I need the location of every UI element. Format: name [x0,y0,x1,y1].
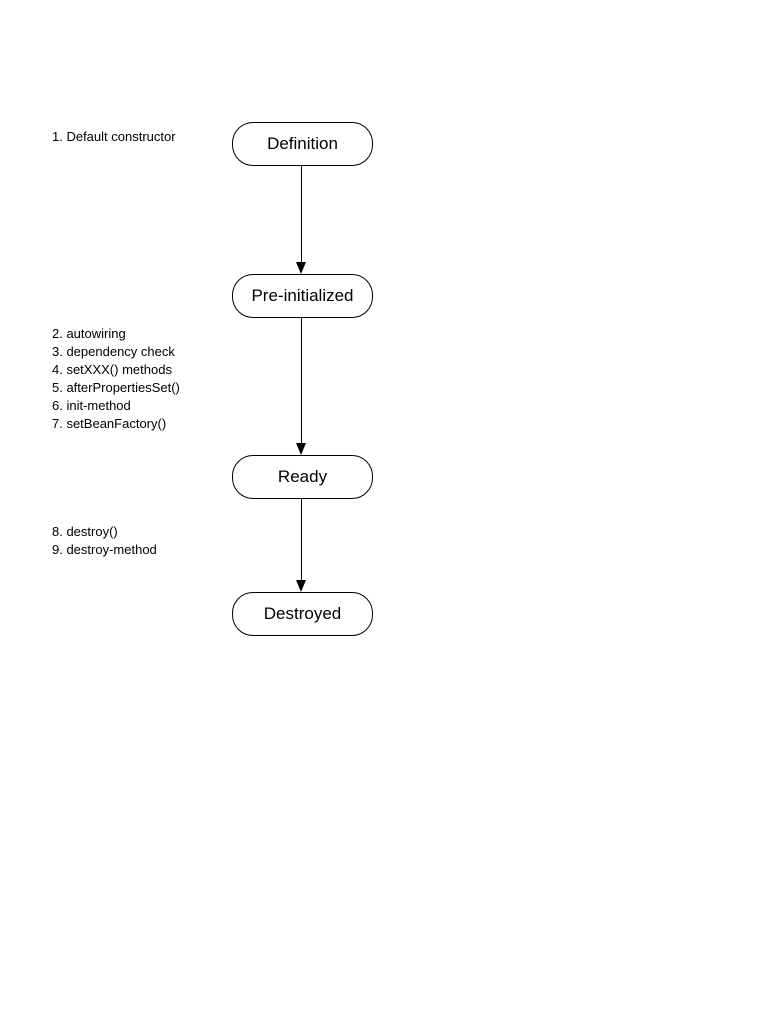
annotation-line: 1. Default constructor [52,129,176,144]
arrow-preinitialized-to-ready [296,318,307,455]
arrow-head-down-icon [296,580,306,592]
annotation-default-constructor: 1. Default constructor [52,128,176,146]
arrow-line [301,318,302,444]
arrow-head-down-icon [296,443,306,455]
node-label: Destroyed [263,604,342,623]
annotation-line: 8. destroy() [52,524,118,539]
annotation-line: 6. init-method [52,398,131,413]
annotation-line: 7. setBeanFactory() [52,416,167,431]
node-label: Definition [267,134,338,153]
node-pre-initialized: Pre-initialized [232,274,373,318]
arrow-definition-to-preinitialized [296,166,307,274]
annotation-destruction-steps: 8. destroy() 9. destroy-method [52,523,157,559]
node-definition: Definition [232,122,373,166]
node-destroyed: Destroyed [232,592,373,636]
annotation-line: 2. autowiring [52,326,126,341]
arrow-head-down-icon [296,262,306,274]
annotation-line: 9. destroy-method [52,542,157,557]
arrow-ready-to-destroyed [296,499,307,592]
arrow-line [301,499,302,581]
node-ready: Ready [232,455,373,499]
arrow-line [301,166,302,263]
node-label: Pre-initialized [251,286,354,305]
annotation-line: 4. setXXX() methods [52,362,172,377]
annotation-initialization-steps: 2. autowiring 3. dependency check 4. set… [52,325,180,433]
annotation-line: 3. dependency check [52,344,175,359]
annotation-line: 5. afterPropertiesSet() [52,380,180,395]
node-label: Ready [277,467,328,486]
